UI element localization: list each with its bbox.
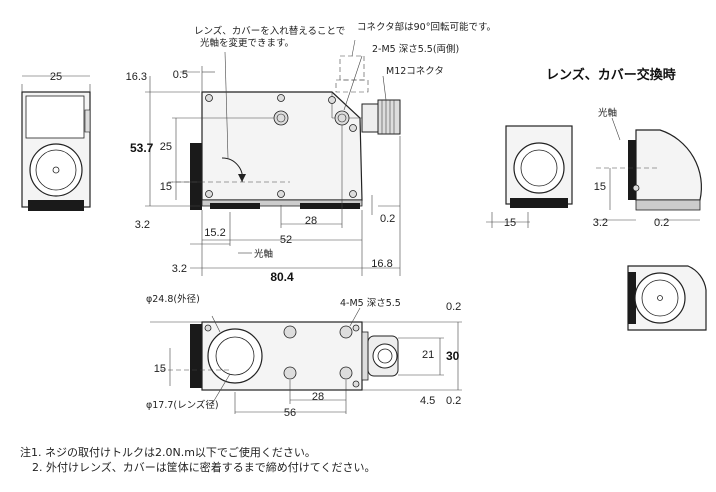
side-screw-hole [273,110,289,126]
front-view-base [28,200,84,211]
dim-3-2: 3.2 [135,219,150,231]
swap-title: レンズ、カバー交換時 [546,67,676,83]
dim-15-top: 15 [154,363,166,375]
note-line-1: 注1. ネジの取付けトルクは2.0N.m以下でご使用ください。 [20,446,316,459]
dim-56: 56 [284,407,296,419]
dim-15: 15 [160,181,172,193]
dim-21: 21 [422,349,434,361]
dim-30: 30 [446,349,460,363]
front-view-lens [29,143,83,197]
dim-80-4: 80.4 [270,270,294,284]
dim-16-3: 16.3 [126,71,147,83]
dim-25: 25 [160,141,172,153]
m5-label: 2-M5 深さ5.5(両側) [372,43,459,55]
swap-optical-axis: 光軸 [598,107,617,119]
side-view-housing [201,91,363,201]
dim-16-8: 16.8 [371,258,392,270]
side-view-lens-cover [190,143,202,210]
top-view: φ24.8(外径) 4-M5 深さ5.5 0.2 21 30 15 28 4.5… [146,293,462,419]
swap-right-dim-3-2: 3.2 [593,217,608,229]
dim-52: 52 [280,234,292,246]
front-width-label: 25 [50,71,62,83]
dim-0-2-bottom: 0.2 [446,395,461,407]
connector-rotate-note: コネクタ部は90°回転可能です。 [357,21,496,33]
phi-17-7-label: φ17.7(レンズ径) [146,399,219,411]
m12-label: M12コネクタ [386,66,444,77]
phi-24-8-label: φ24.8(外径) [146,293,200,305]
lens-note-line1: レンズ、カバーを入れ替えることで [194,25,345,37]
dim-53-7: 53.7 [130,141,154,155]
swap-right-dim-15: 15 [594,181,606,193]
m5-4-label: 4-M5 深さ5.5 [340,298,401,309]
swap-right-dim-0-2: 0.2 [654,217,669,229]
dim-28: 28 [305,215,317,227]
lens-note-line2: 光軸を変更できます。 [200,37,294,49]
dim-0-2-right: 0.2 [380,213,395,225]
dim-0-2-top: 0.2 [446,301,461,313]
dim-0-5: 0.5 [173,69,188,81]
note-line-2: 2. 外付けレンズ、カバーは筐体に密着するまで締め付けてください。 [32,461,376,474]
front-view: 25 [21,71,91,211]
dim-15-2: 15.2 [204,227,225,239]
swap-section: レンズ、カバー交換時 15 光軸 15 3.2 0.2 [486,67,707,331]
optical-axis-label: 光軸 [254,248,273,260]
swap-side-housing [635,129,703,201]
swap-left-dim-15: 15 [504,217,516,229]
dim-3-2-bottom: 3.2 [172,263,187,275]
dim-28-top: 28 [312,391,324,403]
side-view: 16.3 0.5 53.7 25 15 3.2 0.2 28 52 15.2 3… [126,21,496,284]
dim-4-5: 4.5 [420,395,435,407]
